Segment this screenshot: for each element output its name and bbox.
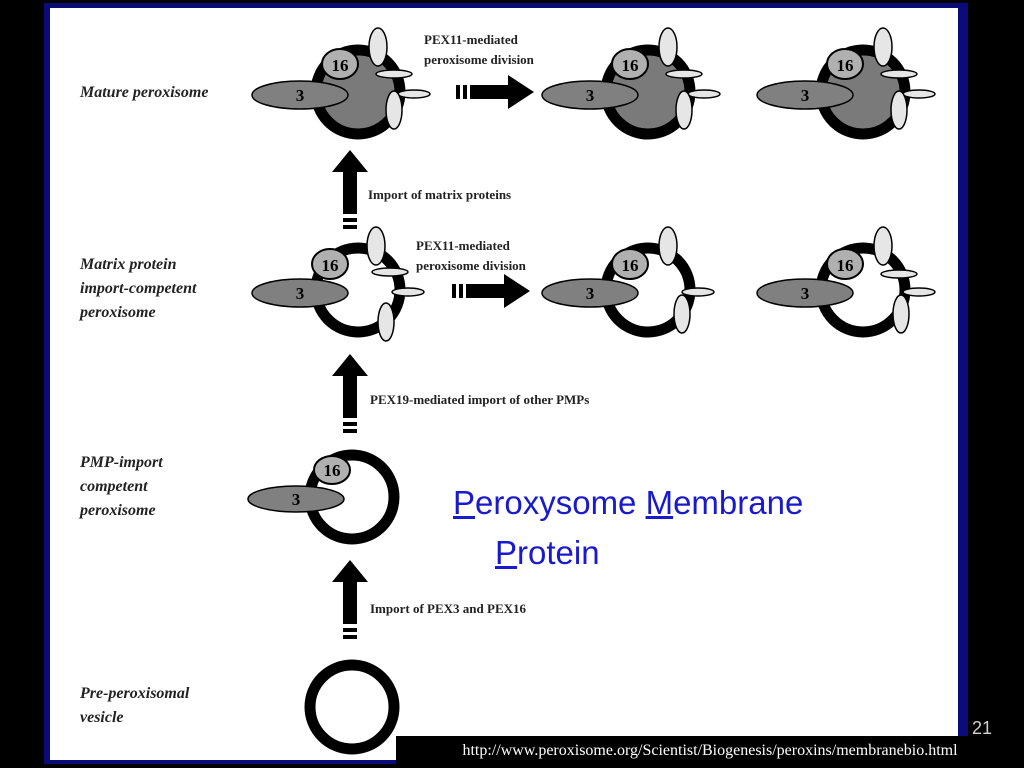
pmp-protein — [665, 69, 703, 79]
pex3-label: 3 — [586, 284, 595, 303]
division-arrow-middle — [452, 274, 530, 308]
import-competent-peroxisome-3: 3 16 — [756, 226, 936, 338]
stage-label-matrix-import-competent: Matrix protein import-competent peroxiso… — [80, 256, 197, 321]
import-pmps-label: PEX19-mediated import of other PMPs — [370, 392, 589, 407]
pmp-protein — [658, 226, 678, 266]
pmp-protein — [892, 294, 910, 334]
import-pex3-pex16-label: Import of PEX3 and PEX16 — [370, 601, 527, 616]
pmp-protein — [902, 89, 936, 99]
pmp-acronym-callout: Peroxysome Membrane Protein — [453, 478, 953, 578]
import-arrow-pex3-pex16 — [332, 560, 368, 639]
stage-label-mature: Mature peroxisome — [80, 84, 209, 101]
mature-peroxisome-3: 3 16 — [756, 27, 936, 140]
pex3-label: 3 — [586, 86, 595, 105]
slide-panel — [50, 8, 958, 760]
import-matrix-label: Import of matrix proteins — [368, 187, 511, 202]
import-competent-peroxisome-1: 3 16 — [251, 226, 425, 342]
pmp-protein — [890, 90, 908, 130]
pmp-protein — [902, 287, 936, 297]
division-label-top-line1: PEX11-mediated — [424, 32, 519, 47]
pex3-protein — [251, 278, 349, 308]
pex3-protein — [251, 80, 349, 110]
pmp-protein — [880, 69, 918, 79]
pex16-label: 16 — [837, 256, 854, 275]
pex3-label: 3 — [296, 86, 305, 105]
division-label-top-line2: peroxisome division — [424, 52, 535, 67]
pex3-label: 3 — [296, 284, 305, 303]
callout-initial-p: P — [453, 484, 476, 521]
division-label-middle-line1: PEX11-mediated — [416, 238, 511, 253]
source-url[interactable]: http://www.peroxisome.org/Scientist/Biog… — [396, 736, 1024, 768]
pex16-protein — [611, 248, 649, 280]
pex16-label: 16 — [837, 56, 854, 75]
stage-label-pre-peroxisomal: Pre-peroxisomal vesicle — [80, 685, 190, 726]
pex16-label: 16 — [622, 56, 639, 75]
pex3-protein — [247, 485, 345, 513]
pmp-protein — [687, 89, 721, 99]
pmp-protein — [366, 226, 386, 266]
pmp-protein — [873, 27, 893, 67]
pmp-protein — [397, 89, 431, 99]
pex16-label: 16 — [332, 56, 349, 75]
pex3-label: 3 — [292, 490, 301, 509]
callout-text-embrane: embrane — [673, 484, 804, 521]
pmp-protein — [681, 287, 715, 297]
pmp-protein — [391, 287, 425, 297]
pmp-protein — [675, 90, 693, 130]
stage-label-pmp-import-competent: PMP-import competent peroxisome — [80, 454, 163, 519]
import-arrow-matrix — [332, 150, 368, 229]
callout-text-eroxysome: eroxysome — [475, 484, 646, 521]
mature-peroxisome-1: 3 16 — [251, 27, 431, 140]
pre-peroxisomal-vesicle — [304, 659, 400, 755]
pex3-protein — [541, 80, 639, 110]
callout-text-rotein: rotein — [517, 534, 600, 571]
pmp-protein — [673, 294, 691, 334]
pex16-label: 16 — [322, 256, 339, 275]
pmp-import-competent-peroxisome: 3 16 — [247, 449, 400, 545]
pmp-protein — [658, 27, 678, 67]
mature-peroxisome-2: 3 16 — [541, 27, 721, 140]
pmp-protein — [873, 226, 893, 266]
pmp-protein — [375, 69, 413, 79]
callout-line1: Peroxysome Membrane — [453, 478, 953, 528]
import-competent-peroxisome-2: 3 16 — [541, 226, 715, 338]
pex3-protein — [756, 278, 854, 308]
callout-initial-m: M — [645, 484, 674, 521]
callout-initial-p2: P — [495, 534, 518, 571]
division-label-middle-line2: peroxisome division — [416, 258, 527, 273]
pex16-label: 16 — [324, 461, 341, 480]
pmp-protein — [377, 302, 395, 342]
division-arrow-top — [456, 75, 534, 109]
pex16-protein — [611, 48, 649, 80]
pex3-label: 3 — [801, 284, 810, 303]
slide-number: 21 — [972, 718, 993, 738]
pex16-protein — [311, 248, 349, 280]
pex3-protein — [756, 80, 854, 110]
pex16-protein — [313, 455, 351, 485]
pex16-protein — [826, 248, 864, 280]
import-arrow-pmps — [332, 354, 368, 433]
pex16-label: 16 — [622, 256, 639, 275]
pex16-protein — [321, 48, 359, 80]
pmp-protein — [368, 27, 388, 67]
pex16-protein — [826, 48, 864, 80]
pex3-label: 3 — [801, 86, 810, 105]
callout-line2: Protein — [453, 528, 953, 578]
pmp-protein — [880, 269, 918, 279]
pmp-protein — [385, 90, 403, 130]
pex3-protein — [541, 278, 639, 308]
pmp-protein — [371, 267, 409, 277]
